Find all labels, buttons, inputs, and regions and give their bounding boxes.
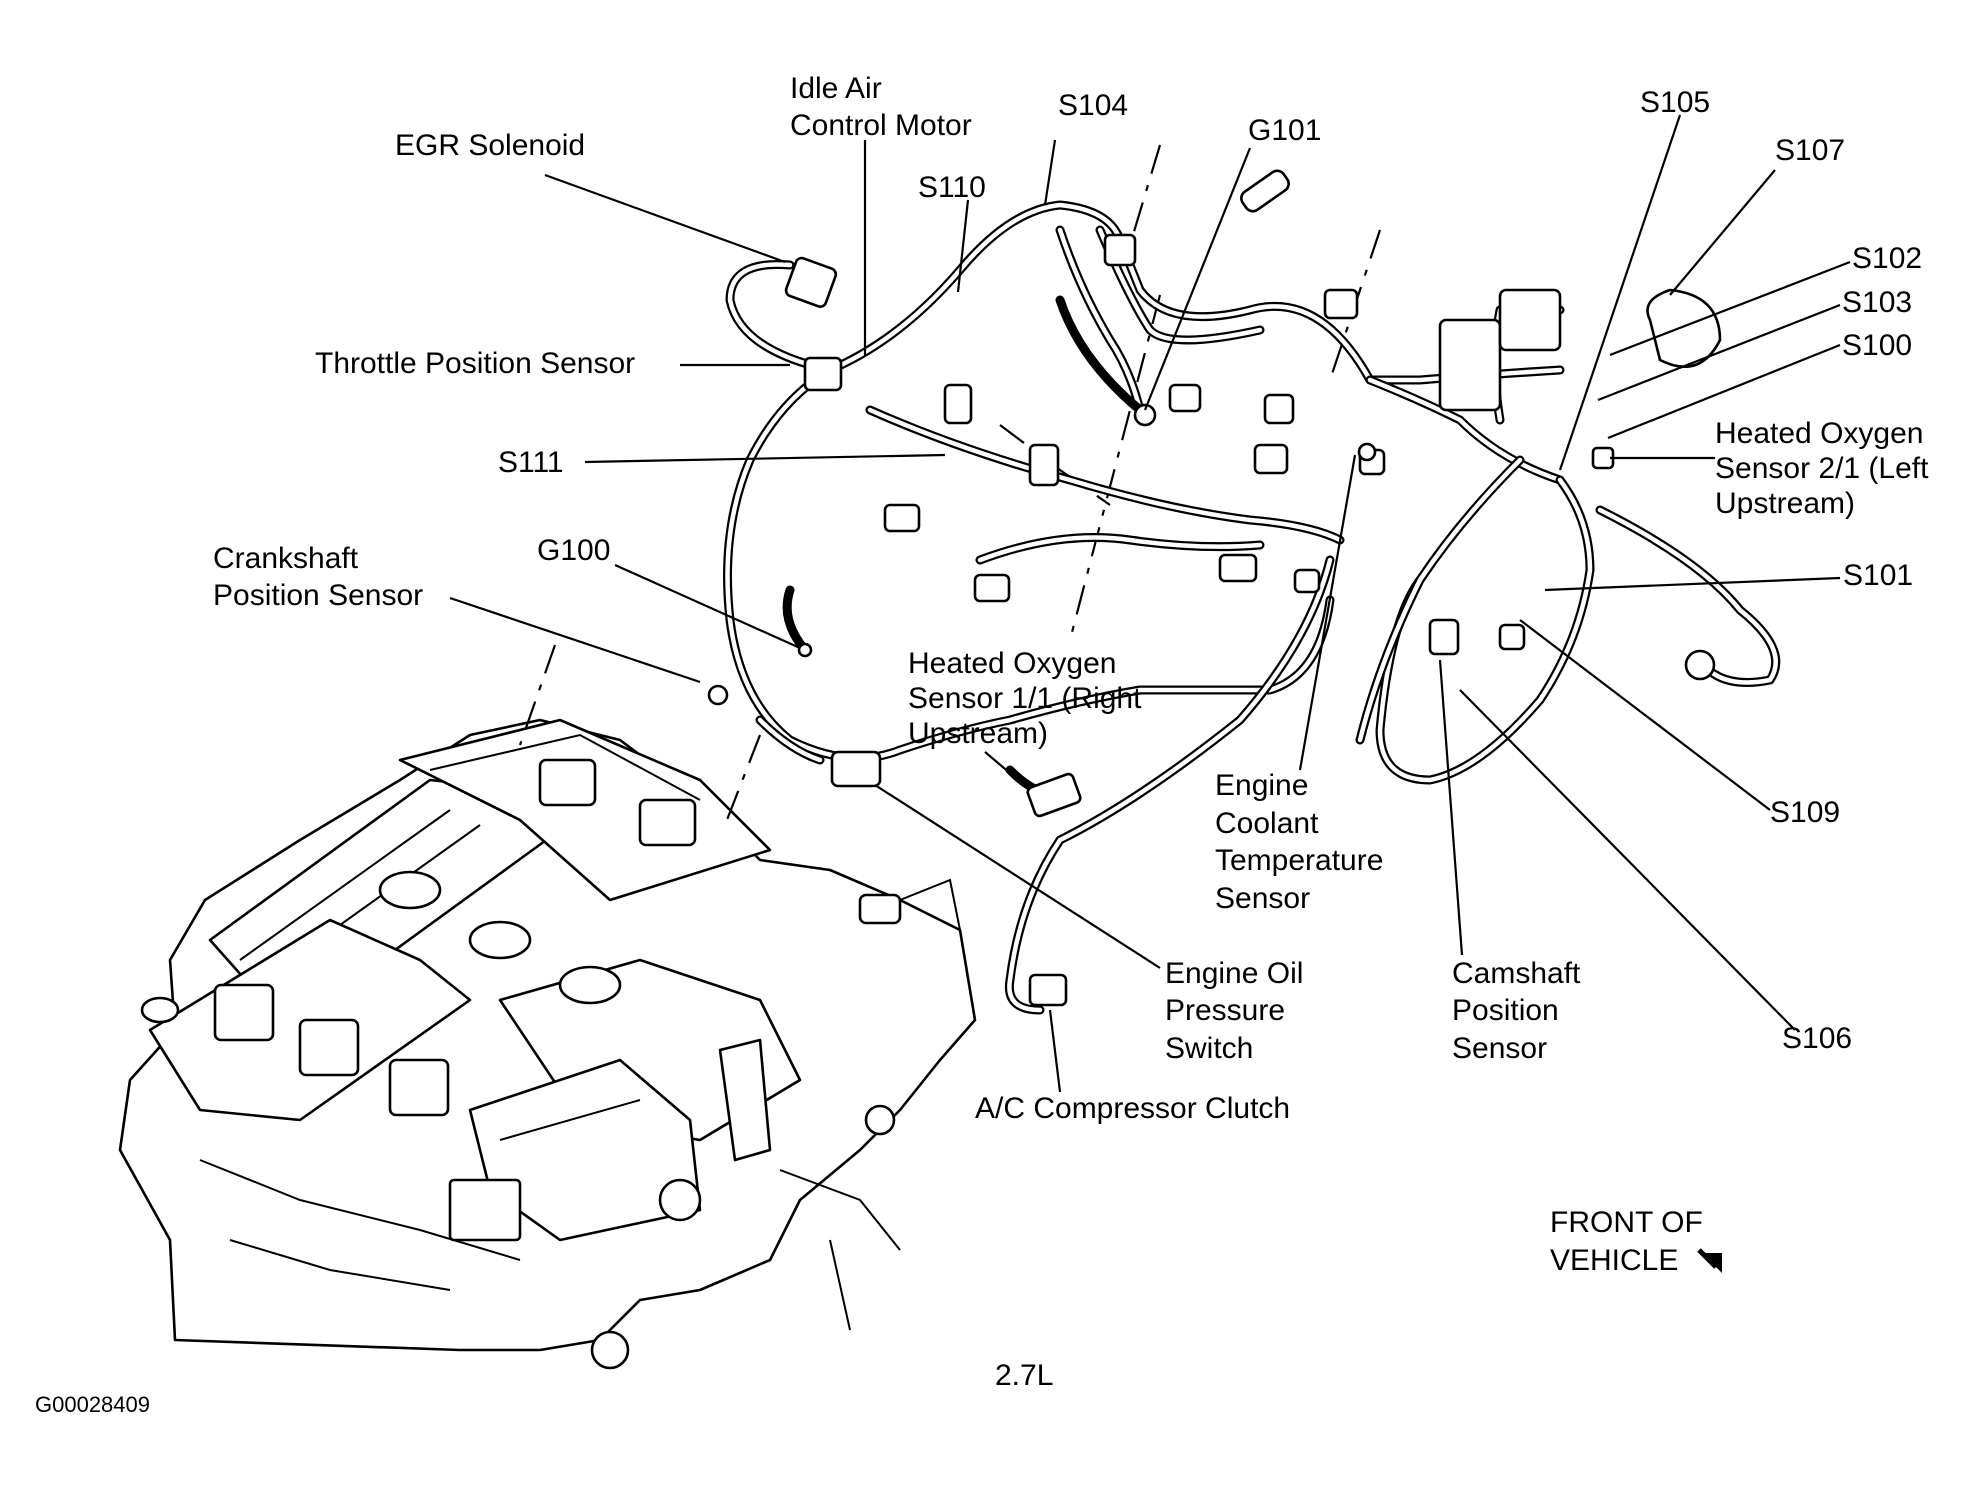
label-s102: S102 (1852, 242, 1922, 275)
label-ect-line3: Temperature (1215, 844, 1383, 877)
label-ho2s21-line1: Heated Oxygen (1715, 417, 1923, 450)
label-ho2s21-line2: Sensor 2/1 (Left (1715, 452, 1929, 485)
cmp-leader (1438, 659, 1464, 956)
ect-leader (1298, 454, 1357, 771)
label-eop-line3: Switch (1165, 1032, 1253, 1065)
ckp-leader (449, 596, 701, 684)
label-eop-line1: Engine Oil (1165, 957, 1303, 990)
label-cmp-line3: Sensor (1452, 1032, 1547, 1065)
leader-lines (449, 114, 1851, 1093)
label-iac-motor-line1: Idle Air (790, 72, 882, 105)
label-ac-compressor-clutch: A/C Compressor Clutch (975, 1092, 1290, 1125)
s109-leader (1519, 619, 1771, 811)
s107-leader (1669, 169, 1776, 296)
label-ckp-line2: Position Sensor (213, 579, 423, 612)
label-s109: S109 (1770, 796, 1840, 829)
label-ckp-line1: Crankshaft (213, 542, 359, 575)
s111-leader (584, 453, 946, 464)
s102-leader (1609, 260, 1851, 357)
s101-leader (1544, 576, 1841, 592)
label-throttle-position-sensor: Throttle Position Sensor (315, 347, 635, 380)
s106-leader (1459, 689, 1796, 1031)
label-s107: S107 (1775, 134, 1845, 167)
label-egr-solenoid: EGR Solenoid (395, 129, 585, 162)
label-s106: S106 (1782, 1022, 1852, 1055)
label-ho2s21-line3: Upstream) (1715, 487, 1855, 520)
label-cmp-line2: Position (1452, 994, 1559, 1027)
ac-clutch-leader (1048, 1009, 1062, 1093)
front-direction-arrow-icon (1697, 1248, 1722, 1273)
ho2s11-leader (984, 751, 1031, 791)
label-front-of-vehicle-line2: VEHICLE (1550, 1244, 1678, 1277)
label-figure-id: G00028409 (35, 1392, 150, 1417)
harness-connectors (707, 169, 1722, 1007)
label-ect-line4: Sensor (1215, 882, 1310, 915)
label-ect-line1: Engine (1215, 769, 1308, 802)
label-s110: S110 (918, 171, 986, 204)
label-s101: S101 (1843, 559, 1913, 592)
g100-leader (614, 563, 801, 650)
wiring-harness (723, 200, 1781, 1015)
engine-block-drawing (118, 718, 977, 1370)
label-g100: G100 (537, 534, 610, 567)
label-ho2s11-line3: Upstream) (908, 717, 1048, 750)
s110-leader (956, 199, 970, 293)
s105-leader (1558, 114, 1682, 471)
label-s111: S111 (498, 446, 564, 479)
label-eop-line2: Pressure (1165, 994, 1285, 1027)
s104-leader (1043, 139, 1057, 206)
g101-leader (1143, 147, 1252, 411)
label-g101: G101 (1248, 114, 1321, 147)
label-ho2s11-line1: Heated Oxygen (908, 647, 1116, 680)
label-front-of-vehicle-line1: FRONT OF (1550, 1206, 1703, 1239)
label-ect-line2: Coolant (1215, 807, 1319, 840)
eop-leader (874, 784, 1161, 969)
label-s103: S103 (1842, 286, 1912, 319)
label-s104: S104 (1058, 89, 1128, 122)
label-ho2s11-line2: Sensor 1/1 (Right (908, 682, 1142, 715)
label-s100: S100 (1842, 329, 1912, 362)
label-engine-size: 2.7L (995, 1359, 1053, 1392)
label-iac-motor-line2: Control Motor (790, 109, 972, 142)
egr-solenoid-leader (544, 173, 786, 264)
s100-leader (1607, 343, 1841, 440)
component-labels: EGR Solenoid Idle Air Control Motor S104… (35, 72, 1929, 1417)
label-s105: S105 (1640, 86, 1710, 119)
s103-leader (1597, 303, 1841, 402)
label-cmp-line1: Camshaft (1452, 957, 1581, 990)
